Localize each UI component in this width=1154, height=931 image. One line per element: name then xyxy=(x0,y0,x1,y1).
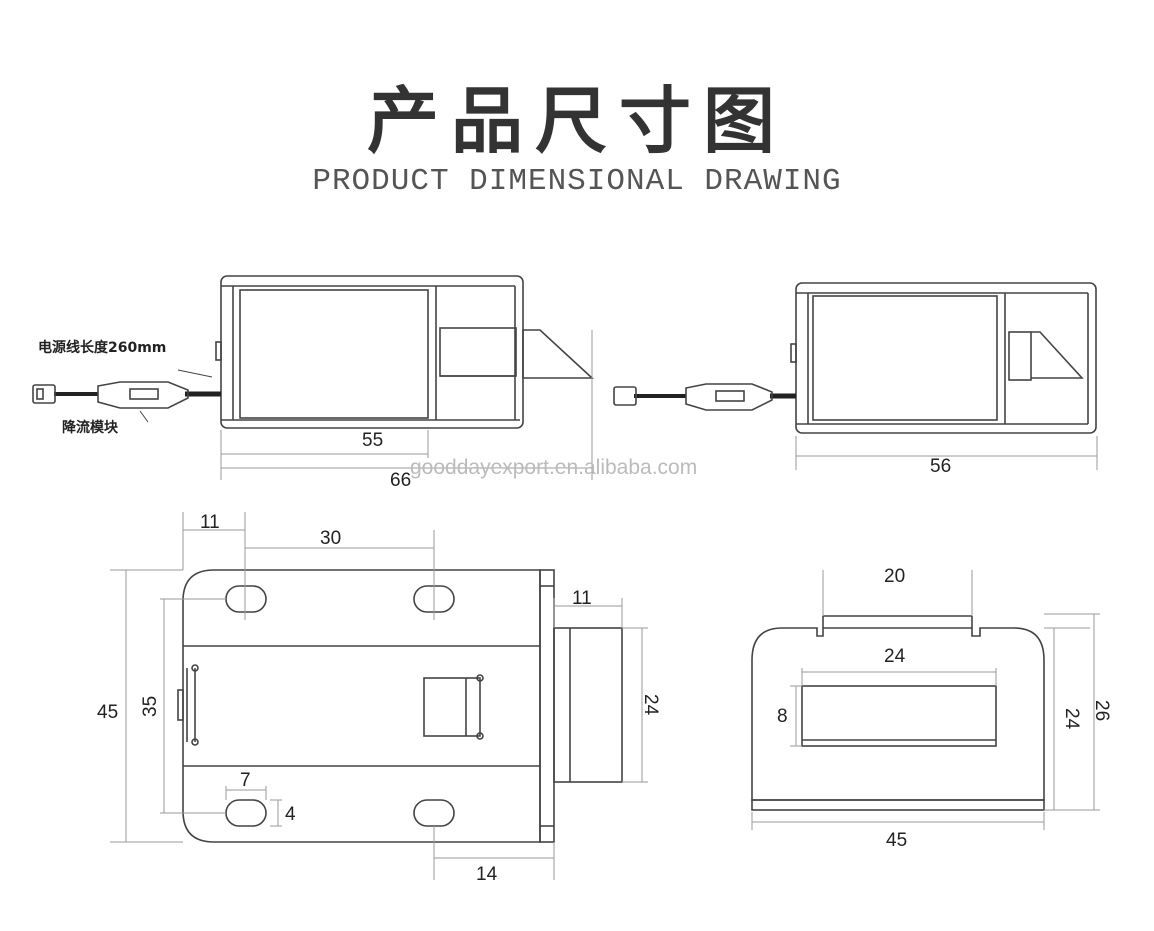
side-view-with-plunger xyxy=(215,275,595,429)
page-title-chinese: 产品尺寸图 xyxy=(366,79,787,163)
dim-front-inner-height: 24 xyxy=(1061,708,1082,730)
mounting-slot-3 xyxy=(225,799,267,827)
cable-length-label: 电源线长度260mm xyxy=(38,339,166,356)
dim-side-total: 66 xyxy=(390,470,411,491)
current-module-housing xyxy=(97,381,189,409)
dim-front-top: 20 xyxy=(884,566,905,587)
top-view-plunger xyxy=(553,627,623,783)
side-view-latch-bolt xyxy=(522,329,595,379)
dim-top-inner: 35 xyxy=(140,696,161,717)
dim-side-inner: 55 xyxy=(362,430,383,451)
top-view-window xyxy=(423,677,481,737)
dim-plunger-length: 11 xyxy=(572,588,592,609)
dim-hole-spacing: 30 xyxy=(320,528,341,549)
dim-plunger-height: 24 xyxy=(640,694,661,716)
side-view-coil xyxy=(239,289,429,419)
dim-top-height: 45 xyxy=(97,702,118,723)
dim-front-window-width: 24 xyxy=(884,646,906,667)
dim-front-window-height: 8 xyxy=(777,706,788,727)
watermark: gooddayexport.en.alibaba.com xyxy=(410,456,697,479)
dim-hole-offset: 11 xyxy=(200,512,220,533)
front-view xyxy=(751,615,1045,811)
dimension-lines xyxy=(110,330,1100,880)
side-view-body xyxy=(220,275,524,429)
front-view-window xyxy=(801,685,997,747)
page-title-english: PRODUCT DIMENSIONAL DRAWING xyxy=(312,164,842,199)
dim-slot-width: 7 xyxy=(240,770,251,791)
top-view-flange xyxy=(539,569,555,843)
front-view-base xyxy=(751,799,1045,811)
mounting-slot-4 xyxy=(413,799,455,827)
dim-side2-total: 56 xyxy=(930,456,951,477)
dim-front-total-height: 26 xyxy=(1091,700,1112,721)
mounting-slot-1 xyxy=(225,585,267,613)
power-cable-with-module-2 xyxy=(613,383,796,411)
side-view-2-coil xyxy=(812,295,998,421)
dim-slot-height: 4 xyxy=(285,804,296,825)
front-view-housing xyxy=(751,627,1045,801)
power-cable-with-module xyxy=(32,369,221,423)
current-module-label: 降流模块 xyxy=(62,419,119,436)
top-view xyxy=(177,569,623,843)
side-view-retracted xyxy=(790,282,1097,434)
side-view-2-body xyxy=(795,282,1097,434)
dim-bottom-offset: 14 xyxy=(476,864,498,885)
dim-front-width: 45 xyxy=(886,830,907,851)
top-view-base-plate xyxy=(182,569,541,843)
